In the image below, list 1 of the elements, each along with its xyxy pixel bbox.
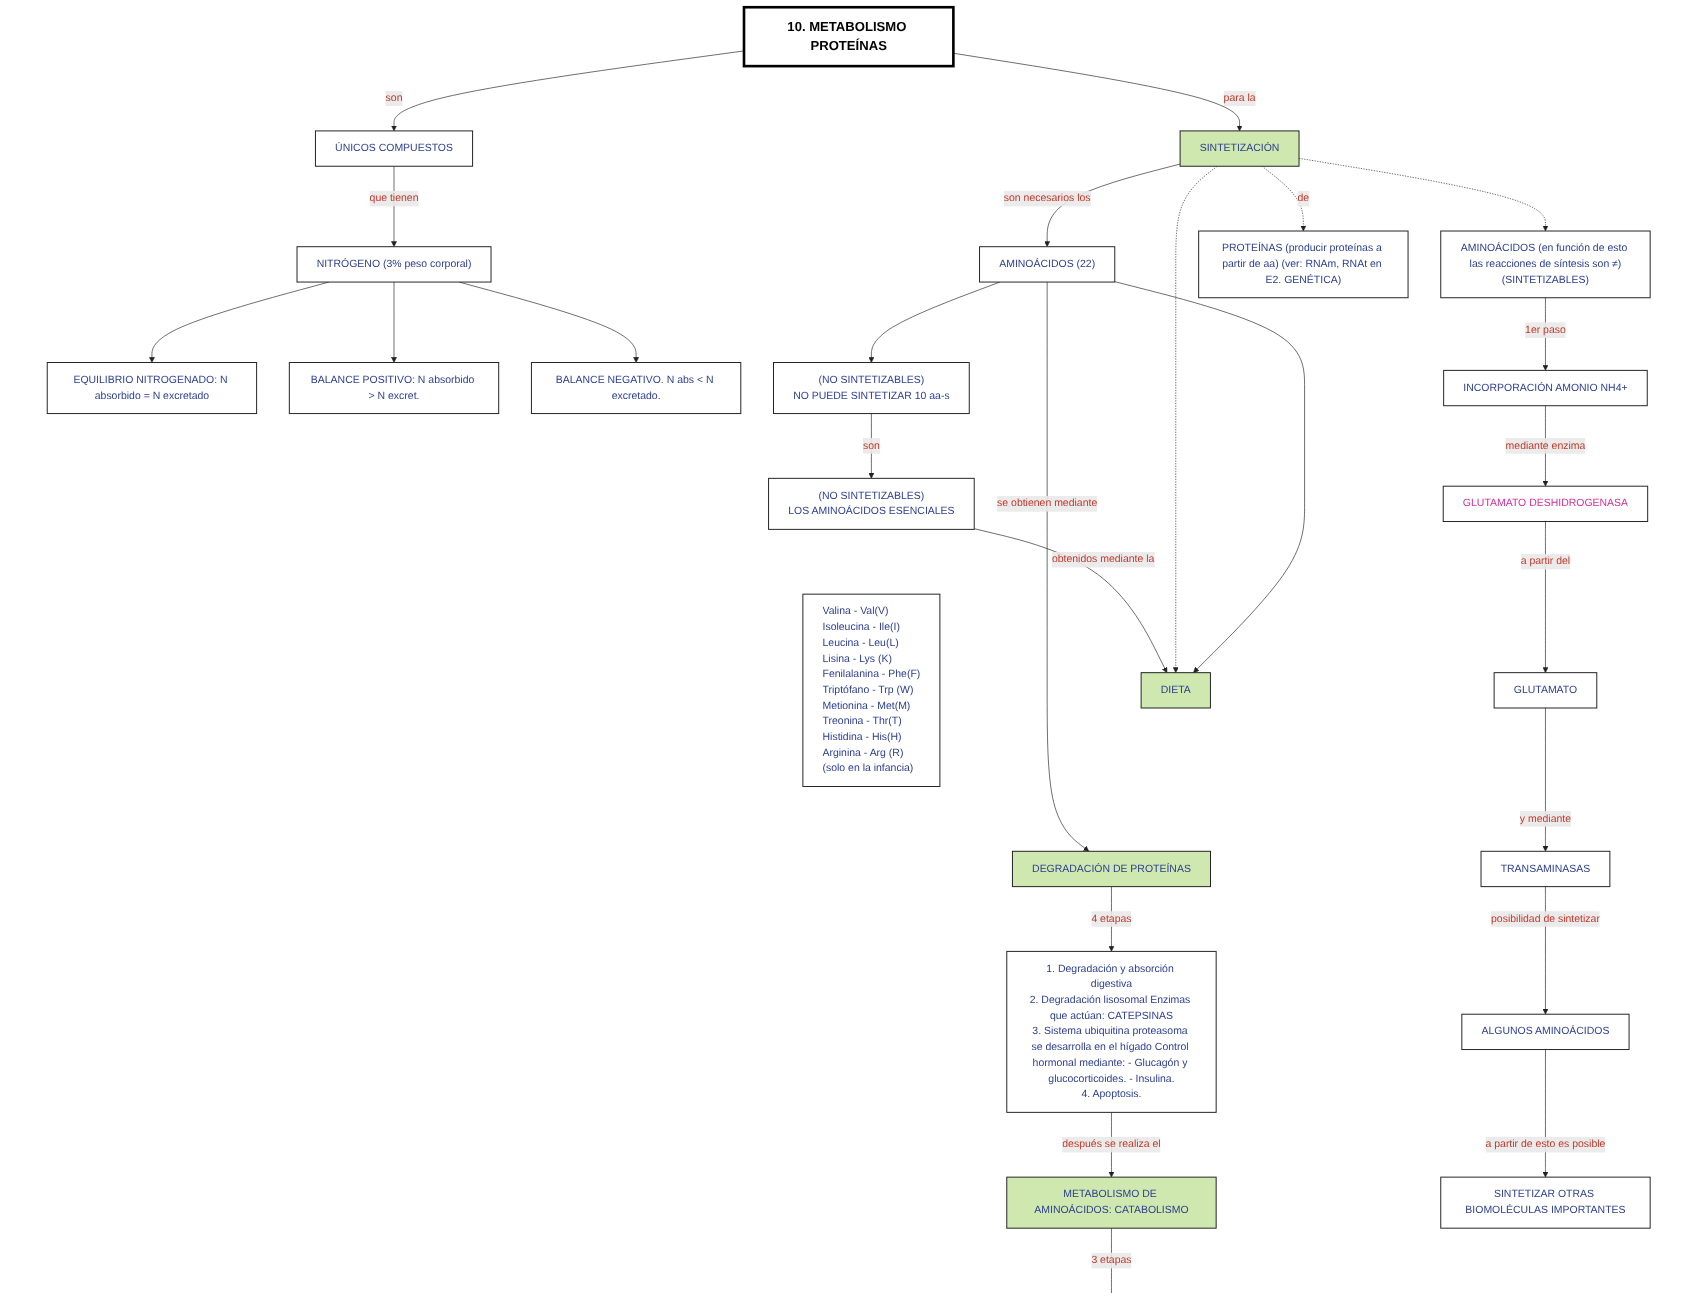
connector	[1110, 1227, 1112, 1294]
